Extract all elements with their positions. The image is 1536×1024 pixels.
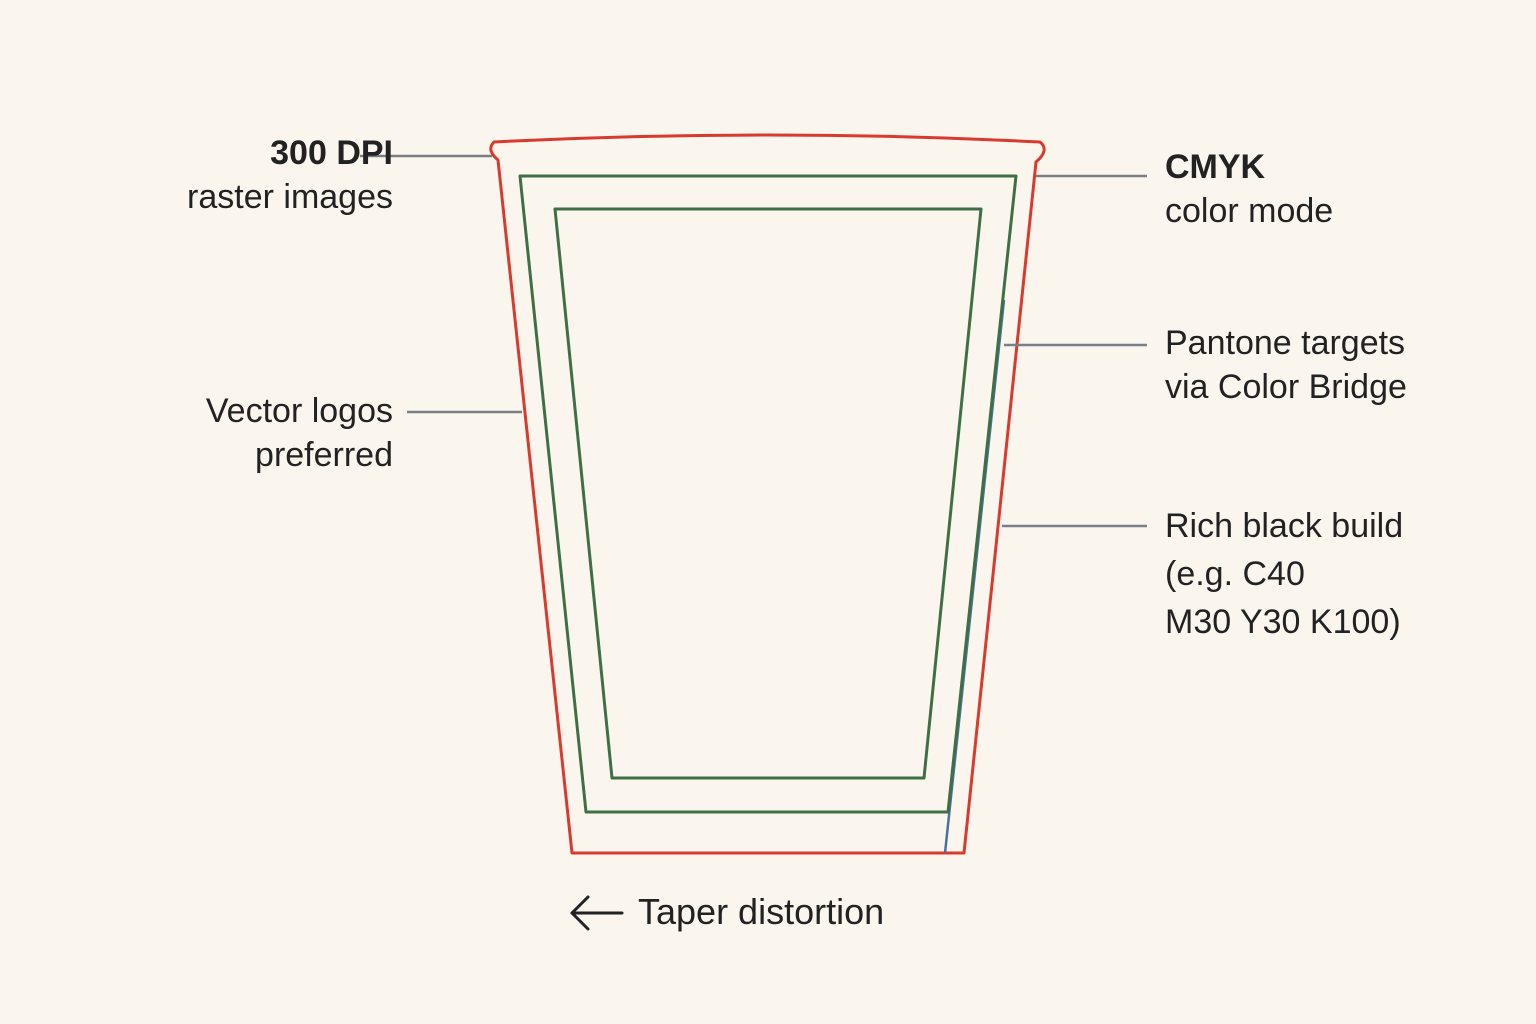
left-arrow-icon <box>570 895 624 931</box>
trim-area-outline <box>518 174 1018 814</box>
label-300-dpi-line1: 300 DPI <box>270 134 393 172</box>
label-rich-black-line1: Rich black build <box>1165 507 1404 545</box>
label-rich-black: Rich black build (e.g. C40 M30 Y30 K100) <box>1165 502 1403 646</box>
label-300-dpi: 300 DPI raster images <box>100 131 393 219</box>
label-taper-distortion: Taper distortion <box>638 891 885 932</box>
label-vector-logos-line2: preferred <box>255 436 393 474</box>
label-vector-logos: Vector logos preferred <box>100 389 393 477</box>
label-vector-logos-line1: Vector logos <box>205 392 393 430</box>
label-rich-black-line3: M30 Y30 K100) <box>1165 603 1401 641</box>
label-pantone-line2: via Color Bridge <box>1165 368 1407 406</box>
safe-area-outline <box>553 207 983 780</box>
label-pantone: Pantone targets via Color Bridge <box>1165 321 1407 409</box>
label-pantone-line1: Pantone targets <box>1165 324 1406 362</box>
cup-outer-outline <box>489 133 1046 855</box>
label-cmyk-line1: CMYK <box>1165 148 1266 186</box>
label-300-dpi-line2: raster images <box>187 178 393 216</box>
label-cmyk-line2: color mode <box>1165 192 1334 230</box>
label-cmyk: CMYK color mode <box>1165 145 1333 233</box>
label-rich-black-line2: (e.g. C40 <box>1165 555 1305 593</box>
